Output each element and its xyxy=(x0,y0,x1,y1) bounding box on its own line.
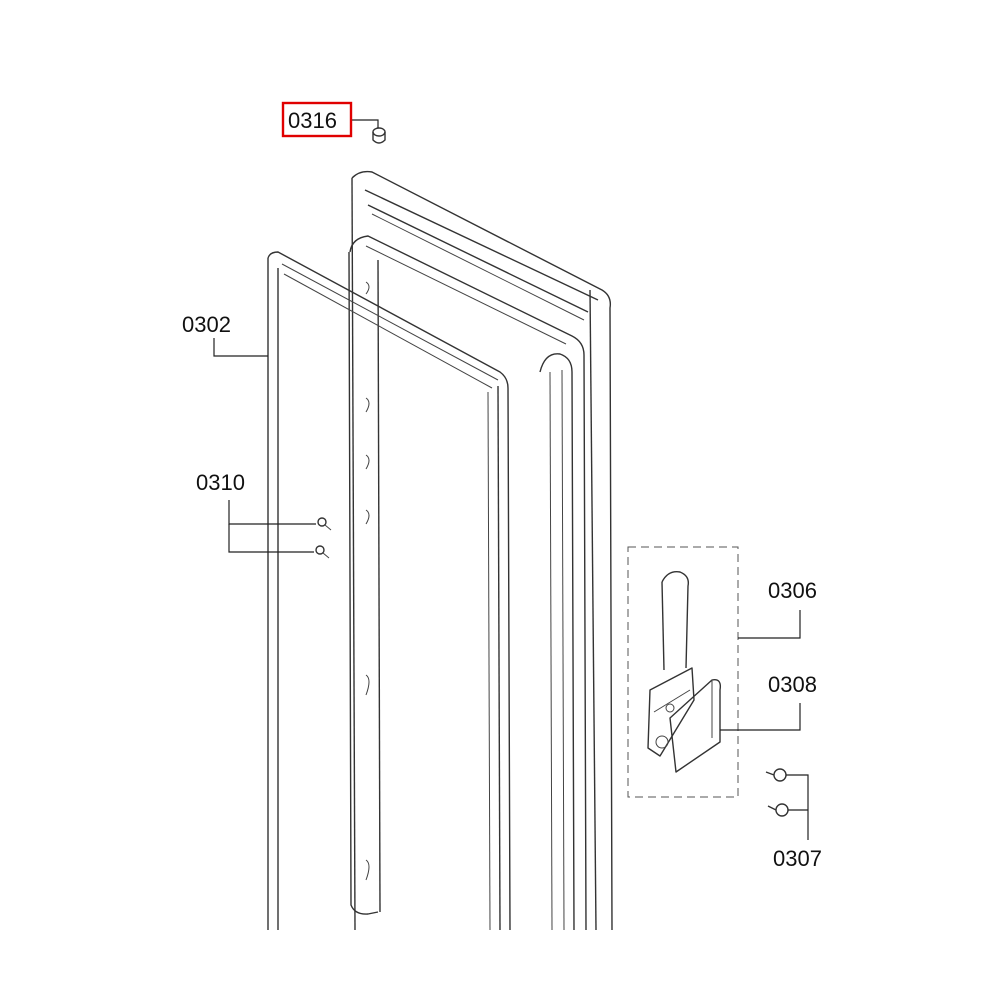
screws-0307 xyxy=(765,768,789,817)
door-panel xyxy=(348,170,613,931)
door-gasket xyxy=(267,251,511,931)
label-0306[interactable]: 0306 xyxy=(768,578,817,603)
label-0307[interactable]: 0307 xyxy=(773,846,822,871)
label-0316[interactable]: 0316 xyxy=(288,108,337,133)
highlight-box xyxy=(281,101,353,138)
label-0302[interactable]: 0302 xyxy=(182,312,231,337)
leader-lines xyxy=(213,119,809,840)
label-0308[interactable]: 0308 xyxy=(768,672,817,697)
screws-0310 xyxy=(315,517,332,559)
label-0310[interactable]: 0310 xyxy=(196,470,245,495)
cap-0316 xyxy=(372,127,386,144)
hinge-assembly xyxy=(627,546,739,798)
